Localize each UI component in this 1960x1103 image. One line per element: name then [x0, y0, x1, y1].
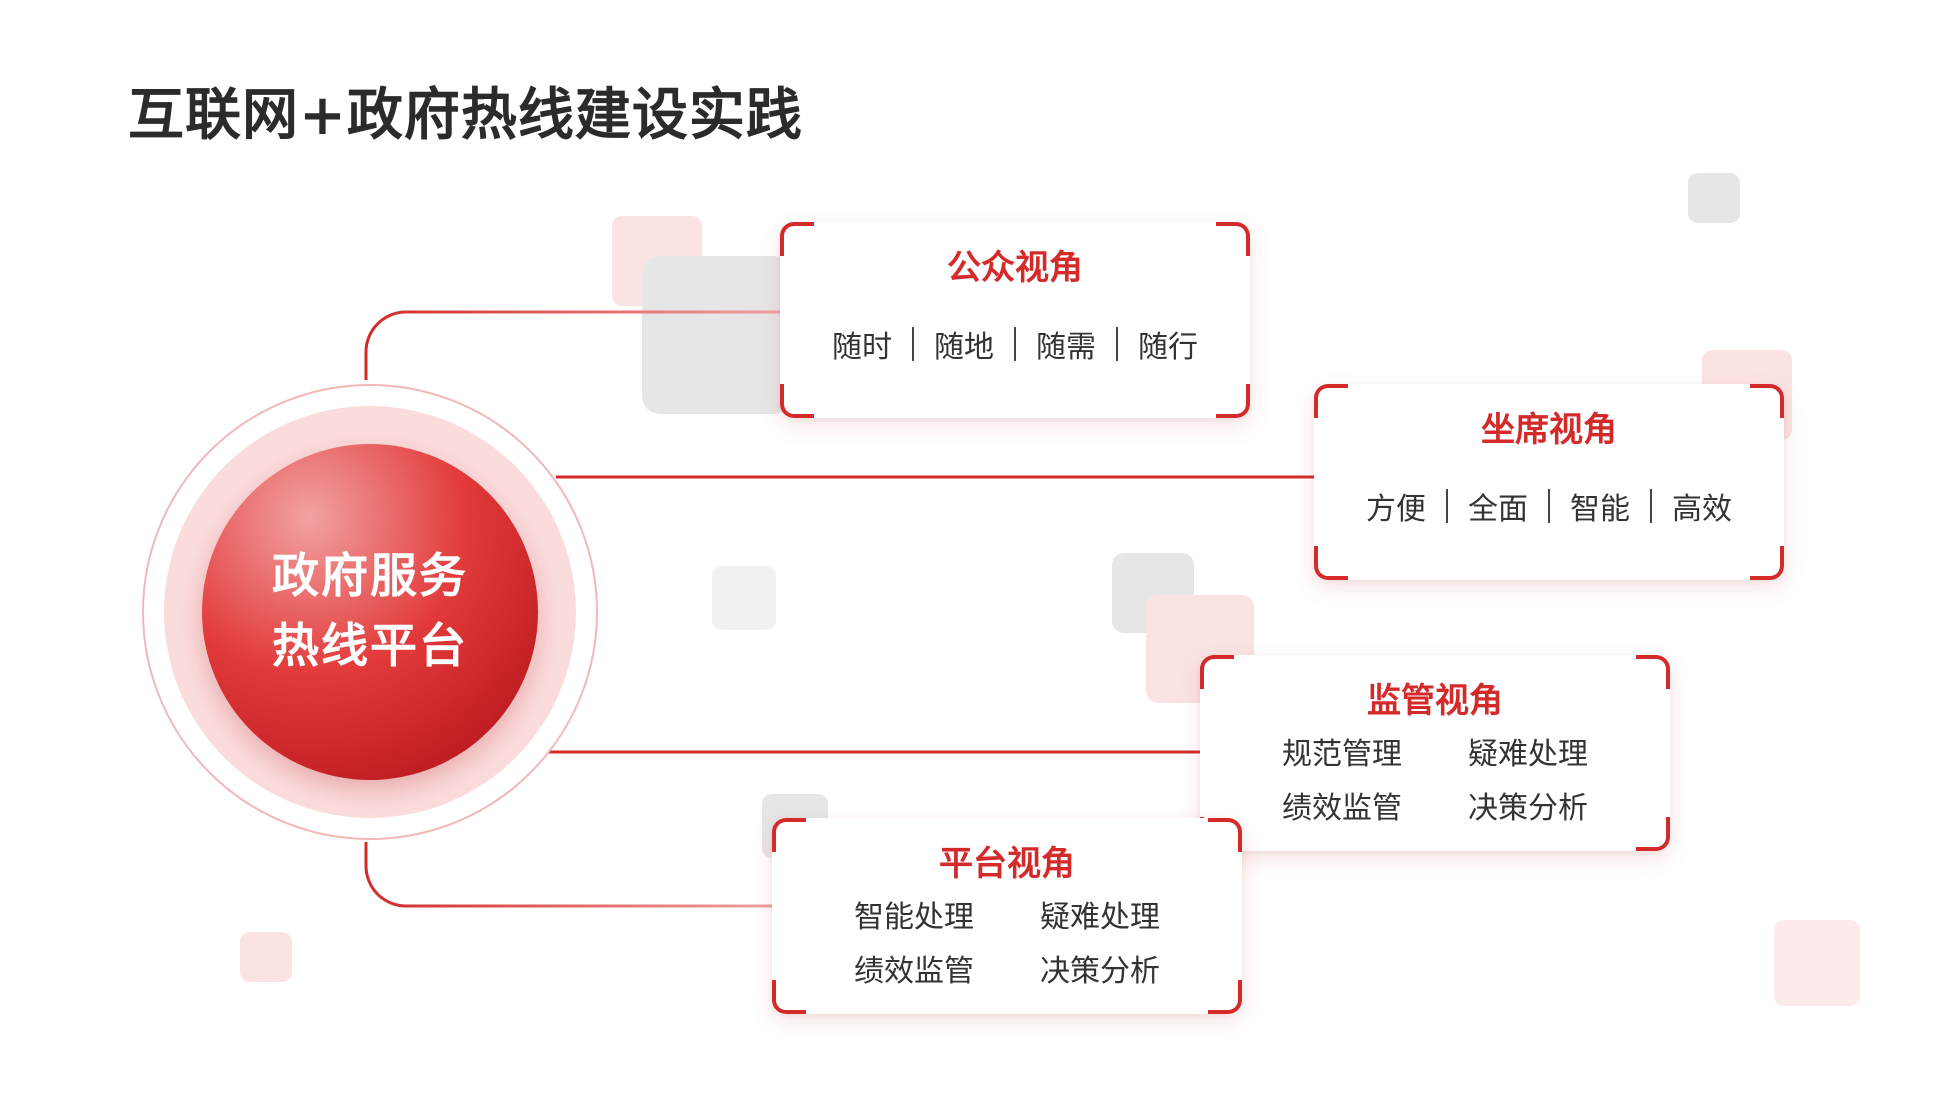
- card-item: 全面: [1468, 492, 1528, 527]
- card-item: 决策分析: [1040, 954, 1160, 989]
- card-item: 疑难处理: [1040, 900, 1160, 935]
- separator: [1446, 489, 1448, 523]
- card-agent-perspective: 坐席视角 方便 全面 智能 高效: [1314, 384, 1784, 580]
- center-label-line1: 政府服务: [272, 549, 468, 604]
- connector-platform: [364, 842, 772, 908]
- card-item: 方便: [1366, 492, 1426, 527]
- card-title: 监管视角: [1367, 681, 1503, 721]
- center-outer-ring: [142, 384, 598, 840]
- card-item: 高效: [1672, 492, 1732, 527]
- center-label-line2: 热线平台: [272, 619, 468, 674]
- separator: [1014, 327, 1016, 361]
- card-items: 智能处理 疑难处理 绩效监管 决策分析: [772, 898, 1242, 992]
- decor-square-gray: [1688, 173, 1740, 223]
- card-item: 随时: [832, 330, 892, 365]
- decor-square-pink: [1774, 920, 1860, 1006]
- card-item: 决策分析: [1468, 791, 1588, 826]
- separator: [1548, 489, 1550, 523]
- decor-square-pink: [240, 932, 292, 982]
- page-title: 互联网+政府热线建设实践: [128, 82, 803, 148]
- decor-square-gray: [712, 566, 776, 630]
- card-title: 坐席视角: [1481, 410, 1617, 450]
- card-items: 方便 全面 智能 高效: [1314, 484, 1784, 528]
- card-supervision-perspective: 监管视角 规范管理 疑难处理 绩效监管 决策分析: [1200, 655, 1670, 851]
- separator: [912, 327, 914, 361]
- card-item: 绩效监管: [854, 954, 974, 989]
- card-item: 规范管理: [1282, 737, 1402, 772]
- separator: [1116, 327, 1118, 361]
- card-items: 随时 随地 随需 随行: [780, 322, 1250, 366]
- card-item: 随行: [1138, 330, 1198, 365]
- decor-square-gray: [642, 256, 792, 414]
- card-item: 智能处理: [854, 900, 974, 935]
- card-item: 绩效监管: [1282, 791, 1402, 826]
- card-title: 平台视角: [939, 844, 1075, 884]
- card-platform-perspective: 平台视角 智能处理 疑难处理 绩效监管 决策分析: [772, 818, 1242, 1014]
- card-title: 公众视角: [947, 248, 1083, 288]
- card-items: 规范管理 疑难处理 绩效监管 决策分析: [1200, 735, 1670, 829]
- separator: [1650, 489, 1652, 523]
- center-hub: 政府服务 热线平台: [202, 444, 538, 780]
- card-item: 智能: [1570, 492, 1630, 527]
- connector-public: [364, 310, 780, 380]
- card-item: 随地: [934, 330, 994, 365]
- card-item: 疑难处理: [1468, 737, 1588, 772]
- card-item: 随需: [1036, 330, 1096, 365]
- card-public-perspective: 公众视角 随时 随地 随需 随行: [780, 222, 1250, 418]
